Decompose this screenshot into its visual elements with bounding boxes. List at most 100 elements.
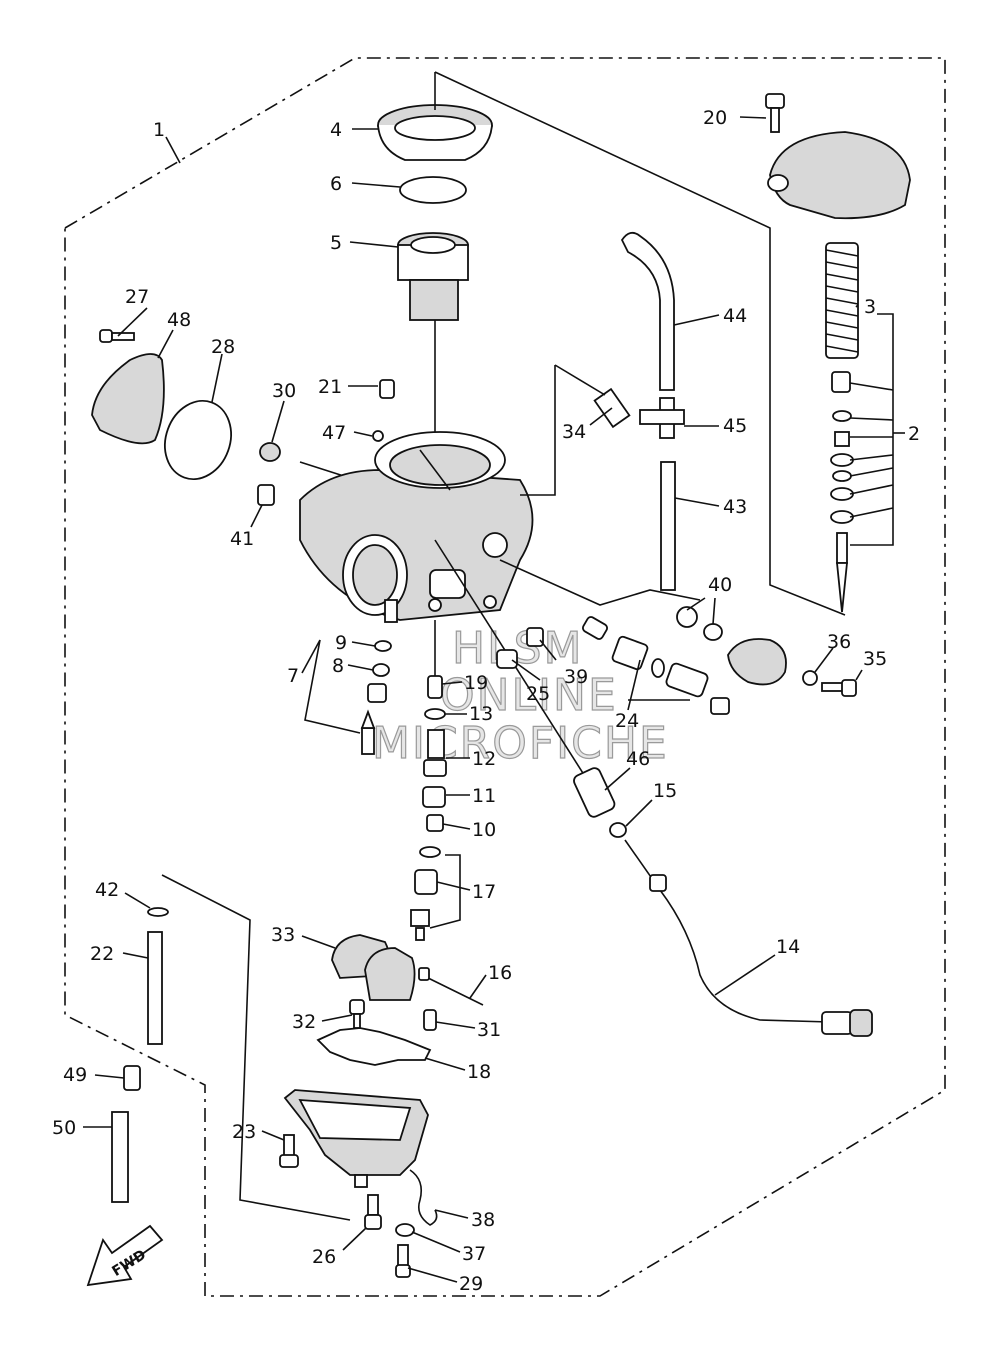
callout-4: 4 [330,119,342,141]
leader-top-right [434,71,846,616]
part-44-hose [620,231,675,391]
part-16-pin [421,974,484,1006]
callout-25: 25 [526,683,550,705]
callout-42: 42 [95,879,119,901]
part-48-plate [91,353,165,445]
part-40-plunger [676,606,723,641]
part-26-drain-screw [364,1194,382,1230]
callout-38: 38 [471,1209,495,1231]
part-14-cable [624,839,831,1023]
part-23-screw [279,1134,299,1168]
callout-30: 30 [272,380,296,402]
callout-13: 13 [469,703,493,725]
callout-27: 27 [125,286,149,308]
callout-6: 6 [330,173,342,195]
part-22-tube [147,931,163,1045]
callout-5: 5 [330,232,342,254]
part-2-needle-set [830,371,854,613]
part-38-clip [409,1169,438,1226]
part-45-fitting [639,397,685,439]
main-axis-line [419,449,451,491]
part-43-tube [660,461,676,591]
leader-46 [434,539,601,801]
callout-35: 35 [863,648,887,670]
callout-34: 34 [562,421,586,443]
watermark: HLSM ONLINE MICROFICHE [371,622,669,769]
part-46-spring [573,767,616,818]
watermark-line-2: ONLINE [440,670,618,721]
callout-14: 14 [776,936,800,958]
part-32-screw [349,999,365,1029]
callout-16: 16 [488,962,512,984]
callout-numbers: 1 2 3 4 5 6 7 8 9 10 11 12 13 14 15 16 1… [52,107,920,1295]
callout-12: 12 [472,748,496,770]
callout-26: 26 [312,1246,336,1268]
part-choke-cover [727,638,787,686]
callout-22: 22 [90,943,114,965]
callout-45: 45 [723,415,747,437]
callout-7: 7 [287,665,299,687]
fwd-arrow-icon: FWD [86,1224,164,1287]
assembly-boundary [64,57,946,1297]
callout-33: 33 [271,924,295,946]
callout-8: 8 [332,655,344,677]
part-15-washer [609,822,627,838]
callout-9: 9 [335,632,347,654]
part-24-adjust-screw [611,635,730,715]
callout-41: 41 [230,528,254,550]
part-49-fitting [123,1065,141,1091]
part-42-clip [147,907,169,917]
part-29-screw [395,1244,411,1278]
part-35-screw [821,679,857,697]
callout-10: 10 [472,819,496,841]
callout-21: 21 [318,376,342,398]
callout-44: 44 [723,305,747,327]
callout-leaders [83,116,905,1283]
carburetor-body [299,379,534,623]
callout-2: 2 [908,423,920,445]
callout-1: 1 [153,119,165,141]
part-50-tube [111,1111,129,1203]
part-16-pin-head [418,967,430,981]
callout-18: 18 [467,1061,491,1083]
part-25-jet [496,649,518,669]
part-5-piston [397,232,469,321]
part-36-washer [802,670,818,686]
part-3-spring [825,242,859,359]
callout-50: 50 [52,1117,76,1139]
part-top-cover [767,131,911,220]
leader-40 [499,559,701,606]
part-28-gasket [164,399,232,481]
callout-49: 49 [63,1064,87,1086]
callout-11: 11 [472,785,496,807]
callout-36: 36 [827,631,851,653]
callout-47: 47 [322,422,346,444]
watermark-line-3: MICROFICHE [372,718,669,769]
part-37-washer [395,1223,415,1237]
callout-17: 17 [472,881,496,903]
part-41-collar [257,484,275,506]
part-39-screw [526,616,608,647]
callout-46: 46 [626,748,650,770]
cable-end [649,874,667,892]
leader-34-top [554,364,606,396]
callout-3: 3 [864,296,876,318]
part-17-float-needle [410,846,441,941]
part-33-float [331,934,416,1001]
callout-23: 23 [232,1121,256,1143]
bracket-7 [304,639,361,734]
callout-32: 32 [292,1011,316,1033]
part-7-pilot-screw [360,640,392,755]
part-6-o-ring [399,176,467,204]
jet-stack [422,675,447,832]
callout-29: 29 [459,1273,483,1295]
callout-48: 48 [167,309,191,331]
part-4-cap [377,104,493,161]
callout-37: 37 [462,1243,486,1265]
part-20-screw [765,93,785,133]
part-31-screw [423,1009,437,1031]
callout-43: 43 [723,496,747,518]
leader-34-body [520,365,556,496]
callout-39: 39 [564,666,588,688]
